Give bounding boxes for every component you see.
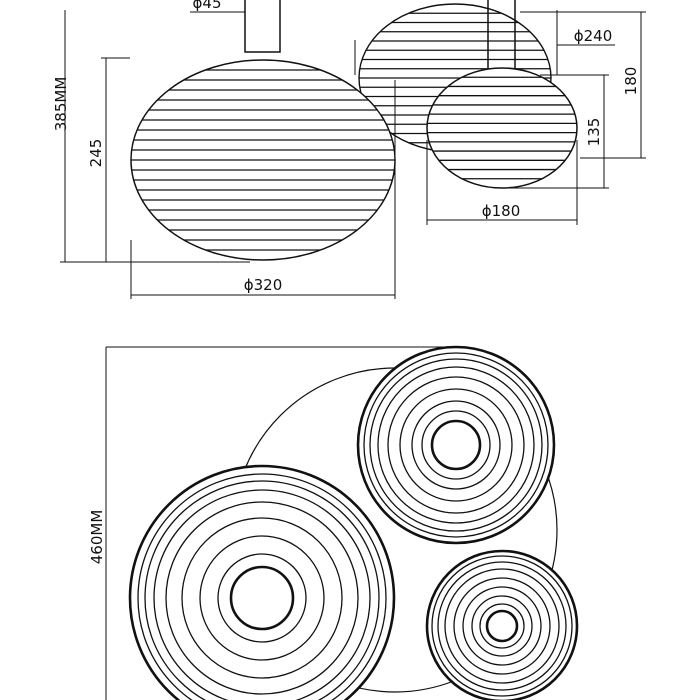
label-height-total: 385MM bbox=[52, 77, 70, 132]
shade-ring bbox=[165, 501, 359, 695]
shade-ring bbox=[425, 549, 579, 700]
dimension-lines bbox=[60, 10, 646, 299]
shade-ring bbox=[387, 376, 525, 514]
shade-ring bbox=[411, 400, 501, 490]
top-view: 460MM bbox=[88, 345, 579, 700]
large-shade-top bbox=[128, 464, 396, 700]
label-canopy-size: 460MM bbox=[88, 510, 106, 565]
shade-ring bbox=[399, 388, 513, 502]
shade-ring bbox=[462, 586, 542, 666]
shade-ring bbox=[479, 603, 525, 649]
shade-ring bbox=[437, 561, 567, 691]
shade-ring bbox=[421, 410, 491, 480]
label-diameter-medium: ϕ240 bbox=[574, 27, 613, 45]
medium-shade-top bbox=[356, 345, 556, 545]
label-height-small: 135 bbox=[585, 118, 603, 147]
shade-ring bbox=[369, 358, 543, 532]
shade-ring bbox=[430, 419, 482, 471]
label-diameter-small: ϕ180 bbox=[482, 202, 521, 220]
label-height-medium: 180 bbox=[622, 67, 640, 96]
front-view: 385MM 245 ϕ45 ϕ320 ϕ240 ϕ180 180 135 bbox=[52, 0, 646, 299]
shade-ring bbox=[144, 480, 380, 700]
shade-ring bbox=[181, 517, 343, 679]
label-height-large: 245 bbox=[87, 139, 105, 168]
rod-large bbox=[244, 0, 281, 53]
shade-ring bbox=[377, 366, 535, 524]
shade-ring bbox=[363, 352, 549, 538]
shade-ring bbox=[356, 345, 556, 545]
large-shade bbox=[130, 59, 396, 261]
label-diameter-large: ϕ320 bbox=[244, 276, 283, 294]
shade-ring bbox=[153, 489, 371, 700]
shade-ring bbox=[199, 535, 325, 661]
label-diameter-rod: ϕ45 bbox=[193, 0, 222, 12]
shade-ring bbox=[217, 553, 307, 643]
rod-medium bbox=[487, 0, 516, 72]
small-shade bbox=[426, 67, 578, 189]
shade-ring bbox=[431, 555, 573, 697]
shade-ring bbox=[453, 577, 551, 675]
shade-ring bbox=[444, 568, 560, 684]
small-shade-top bbox=[425, 549, 579, 700]
shade-ring bbox=[128, 464, 396, 700]
shade-ring bbox=[485, 609, 519, 643]
shade-ring bbox=[137, 473, 387, 700]
shade-ring bbox=[229, 565, 295, 631]
shade-ring bbox=[471, 595, 533, 657]
